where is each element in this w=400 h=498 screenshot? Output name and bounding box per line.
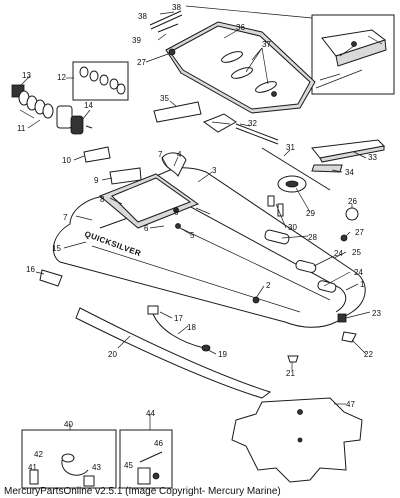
label-36: 36 <box>236 23 245 32</box>
label-35: 35 <box>160 94 169 103</box>
panel-33 <box>311 139 386 163</box>
label-38b: 38 <box>138 12 147 21</box>
strip-10 <box>83 146 111 163</box>
cover-47 <box>231 397 363 483</box>
kit-box-40 <box>21 429 117 489</box>
label-26: 26 <box>348 197 357 206</box>
label-40: 40 <box>64 420 73 429</box>
label-43: 43 <box>92 463 101 472</box>
inset-detail-box <box>311 14 395 95</box>
label-38a: 38 <box>172 3 181 12</box>
label-44: 44 <box>146 409 155 418</box>
label-4: 4 <box>177 150 182 159</box>
label-15: 15 <box>52 244 61 253</box>
label-41: 41 <box>28 463 37 472</box>
o-ring-set-12 <box>72 61 129 101</box>
label-32: 32 <box>248 119 257 128</box>
label-17: 17 <box>174 314 183 323</box>
fitting-23 <box>337 313 347 323</box>
label-16: 16 <box>26 265 35 274</box>
small-fittings-26-30 <box>267 175 359 242</box>
label-24b: 24 <box>354 268 363 277</box>
label-8: 8 <box>100 195 105 204</box>
label-34: 34 <box>345 168 354 177</box>
label-39: 39 <box>132 36 141 45</box>
leader-lines <box>19 11 371 430</box>
label-9: 9 <box>94 176 99 185</box>
label-5: 5 <box>190 231 195 240</box>
label-12: 12 <box>57 73 66 82</box>
label-30: 30 <box>288 223 297 232</box>
inset-leader-line <box>185 5 313 19</box>
label-42: 42 <box>34 450 43 459</box>
label-20: 20 <box>108 350 117 359</box>
rod-31 <box>261 147 331 191</box>
label-45: 45 <box>124 461 133 470</box>
label-1: 1 <box>360 280 365 289</box>
label-6b: 6 <box>144 224 149 233</box>
callout-labels: 38 38 39 36 37 27 13 12 14 11 35 32 10 3… <box>17 3 381 472</box>
label-29: 29 <box>306 209 315 218</box>
pin-38-39 <box>149 10 183 33</box>
label-27b: 27 <box>355 228 364 237</box>
label-46: 46 <box>154 439 163 448</box>
label-24a: 24 <box>334 249 343 258</box>
valve-assembly-11-14 <box>11 84 93 135</box>
label-33: 33 <box>368 153 377 162</box>
oar-32 <box>202 113 279 145</box>
handle-16 <box>39 269 63 287</box>
label-25: 25 <box>352 248 361 257</box>
label-11: 11 <box>17 124 26 133</box>
label-19: 19 <box>218 350 227 359</box>
label-22: 22 <box>364 350 373 359</box>
label-47: 47 <box>346 400 355 409</box>
cable-17-19 <box>147 305 211 352</box>
label-27a: 27 <box>137 58 146 67</box>
inflatable-boat-hull <box>52 152 366 328</box>
label-7a: 7 <box>158 150 163 159</box>
label-10: 10 <box>62 156 71 165</box>
label-28: 28 <box>308 233 317 242</box>
label-18: 18 <box>187 323 196 332</box>
copyright-caption: MercuryPartsOnline v2.5.1 (Image Copyrig… <box>4 486 281 497</box>
label-23: 23 <box>372 309 381 318</box>
label-3: 3 <box>212 166 217 175</box>
strip-35 <box>153 101 202 123</box>
plug-21 <box>287 355 299 363</box>
label-6a: 6 <box>174 208 179 217</box>
label-21: 21 <box>286 369 295 378</box>
label-13: 13 <box>22 71 31 80</box>
fitting-22 <box>341 331 357 343</box>
label-7b: 7 <box>63 213 68 222</box>
label-31: 31 <box>286 143 295 152</box>
kit-box-44 <box>119 429 173 489</box>
label-37: 37 <box>262 40 271 49</box>
label-2: 2 <box>266 281 271 290</box>
strip-20 <box>75 307 272 399</box>
label-14: 14 <box>84 101 93 110</box>
floorboard-36 <box>165 21 316 114</box>
